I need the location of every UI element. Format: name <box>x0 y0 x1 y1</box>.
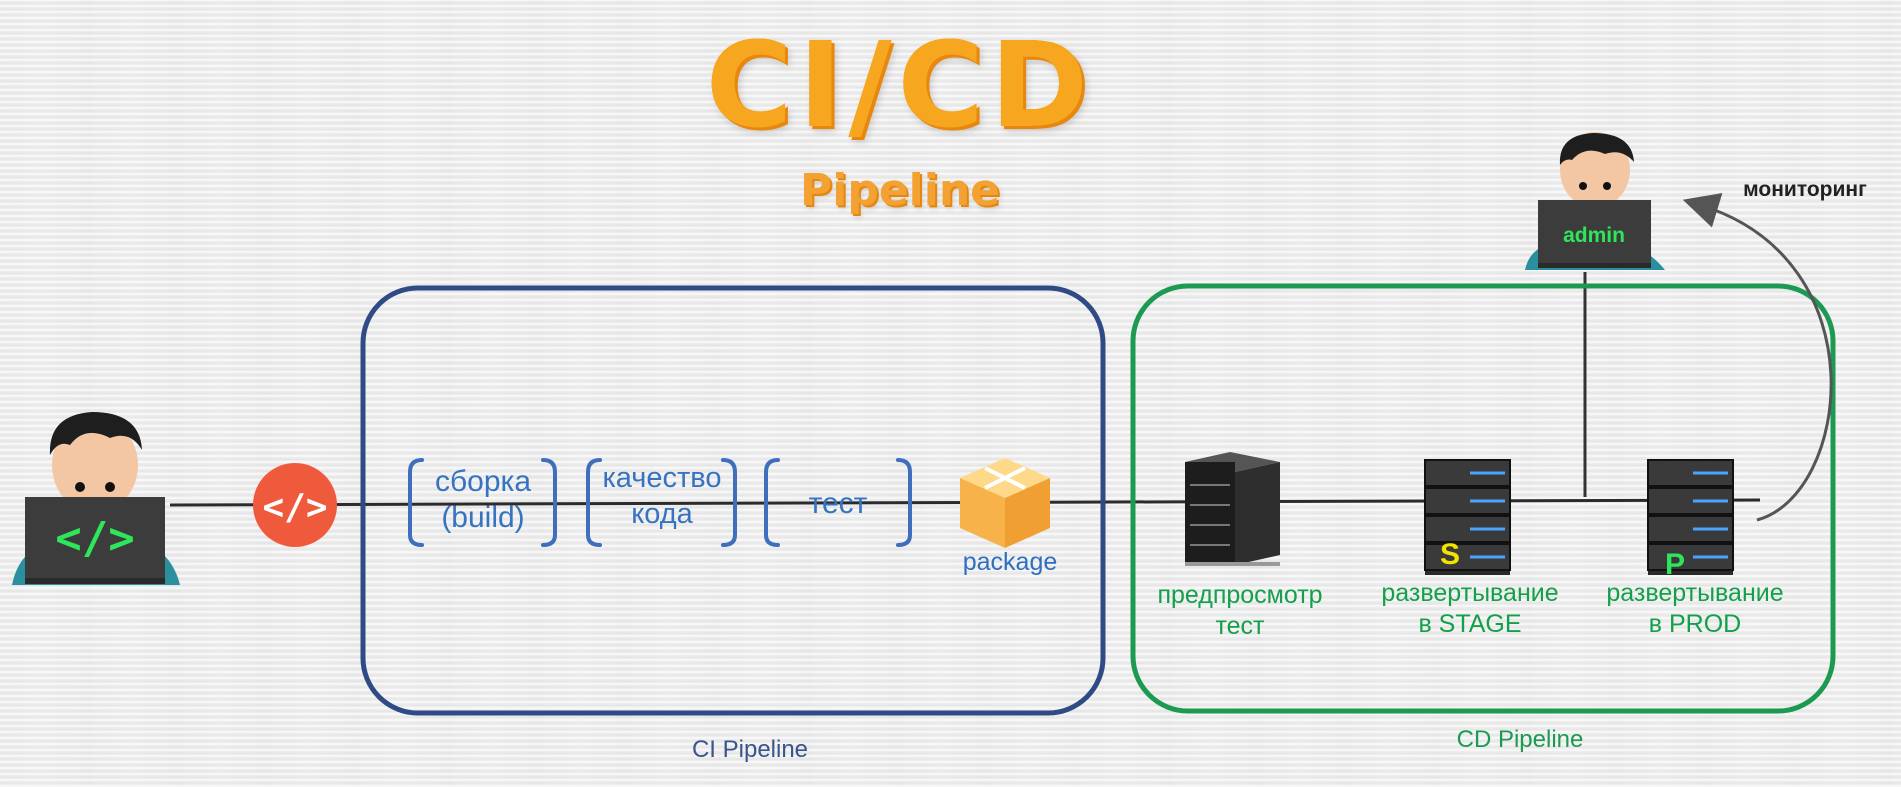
stage-quality-line1: качество <box>602 462 722 494</box>
stage-test-line1: тест <box>808 487 868 520</box>
cd-pipeline-caption: CD Pipeline <box>1456 726 1584 753</box>
server-icon-stage <box>1424 459 1511 575</box>
diagram-title: CI/CD <box>705 16 1095 154</box>
stage-preview-test: предпросмотр тест <box>1140 580 1340 642</box>
stage-build-line1: сборка <box>434 465 532 498</box>
stage-preview-line2: тест <box>1215 612 1265 640</box>
bracket-quality-right <box>721 458 737 547</box>
diagram-subtitle: Pipeline <box>800 165 1000 216</box>
stage-deploy-prod-line1: развертывание <box>1606 579 1784 607</box>
monitoring-arrow <box>1682 193 1833 522</box>
svg-text:</>: </> <box>262 487 327 528</box>
badge-stage: S <box>1440 538 1461 571</box>
stage-deploy-prod: развертывание в PROD <box>1590 578 1800 640</box>
badge-prod: P <box>1665 548 1686 581</box>
stage-brackets <box>408 458 912 547</box>
stage-deploy-stage-line1: развертывание <box>1381 579 1559 607</box>
package-label: package <box>962 548 1058 576</box>
ci-pipeline-caption: CI Pipeline <box>691 736 809 763</box>
bracket-quality-left <box>586 458 602 547</box>
stage-deploy-prod-line2: в PROD <box>1648 610 1742 638</box>
code-icon: </> <box>253 463 337 547</box>
admin-label: admin <box>1563 224 1625 247</box>
developer-laptop-icon: </> <box>12 412 180 585</box>
package-box-icon <box>960 458 1050 548</box>
bracket-test-right <box>896 458 912 547</box>
stage-quality-line2: кода <box>631 498 693 530</box>
stage-build: сборка (build) <box>413 464 553 536</box>
stage-code-quality: качество кода <box>588 460 736 532</box>
server-icon-preview <box>1185 452 1280 566</box>
stage-preview-line1: предпросмотр <box>1157 581 1323 609</box>
monitoring-label: мониторинг <box>1743 178 1867 201</box>
stage-test: тест <box>768 486 908 522</box>
stage-build-line2: (build) <box>441 501 525 534</box>
bracket-build-right <box>541 458 557 547</box>
ci-pipeline-frame <box>360 285 1106 716</box>
admin-laptop-icon <box>1525 132 1665 270</box>
svg-text:</>: </> <box>55 513 134 564</box>
stage-deploy-stage-line2: в STAGE <box>1418 610 1522 638</box>
bracket-build-left <box>408 458 424 547</box>
bracket-test-left <box>764 458 780 547</box>
cd-pipeline-frame <box>1130 283 1836 714</box>
server-icon-prod <box>1647 459 1734 575</box>
stage-deploy-stage: развертывание в STAGE <box>1365 578 1575 640</box>
